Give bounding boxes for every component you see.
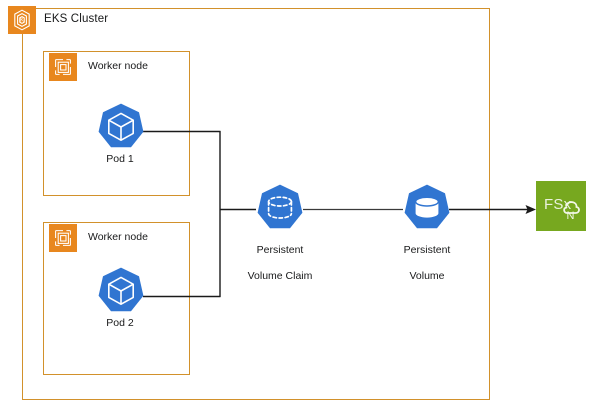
- pod-2-label: Pod 2: [106, 317, 134, 329]
- persistent-volume-icon: [401, 182, 453, 234]
- fsx-n-text: N: [567, 210, 575, 222]
- arrowhead-icon: [525, 205, 536, 214]
- eks-cluster-label: EKS Cluster: [44, 13, 109, 25]
- compute-chip-icon: [49, 224, 77, 252]
- eks-cluster-icon: K: [8, 6, 36, 34]
- fsx-netapp-ontap-icon: FSx N: [536, 181, 586, 231]
- pvc-label-line1: Persistent: [256, 244, 304, 256]
- persistent-volume-label: Persistent Volume: [377, 231, 477, 283]
- kubernetes-pod-icon: [95, 101, 147, 153]
- svg-text:K: K: [20, 18, 24, 24]
- worker-node-2-label: Worker node: [88, 231, 148, 243]
- kubernetes-pod-icon: [95, 265, 147, 317]
- pod-1-label: Pod 1: [106, 153, 134, 165]
- worker-node-2-container: Worker node: [43, 222, 190, 375]
- eks-cluster-container: [22, 8, 490, 400]
- compute-chip-icon: [49, 53, 77, 81]
- worker-node-1-label: Worker node: [88, 60, 148, 72]
- persistent-volume-claim-icon: [254, 182, 306, 234]
- pv-label-line1: Persistent: [403, 244, 451, 256]
- pv-label-line2: Volume: [409, 270, 445, 282]
- pvc-label-line2: Volume Claim: [247, 270, 313, 282]
- worker-node-1-container: Worker node: [43, 51, 190, 196]
- persistent-volume-claim-label: Persistent Volume Claim: [230, 231, 330, 283]
